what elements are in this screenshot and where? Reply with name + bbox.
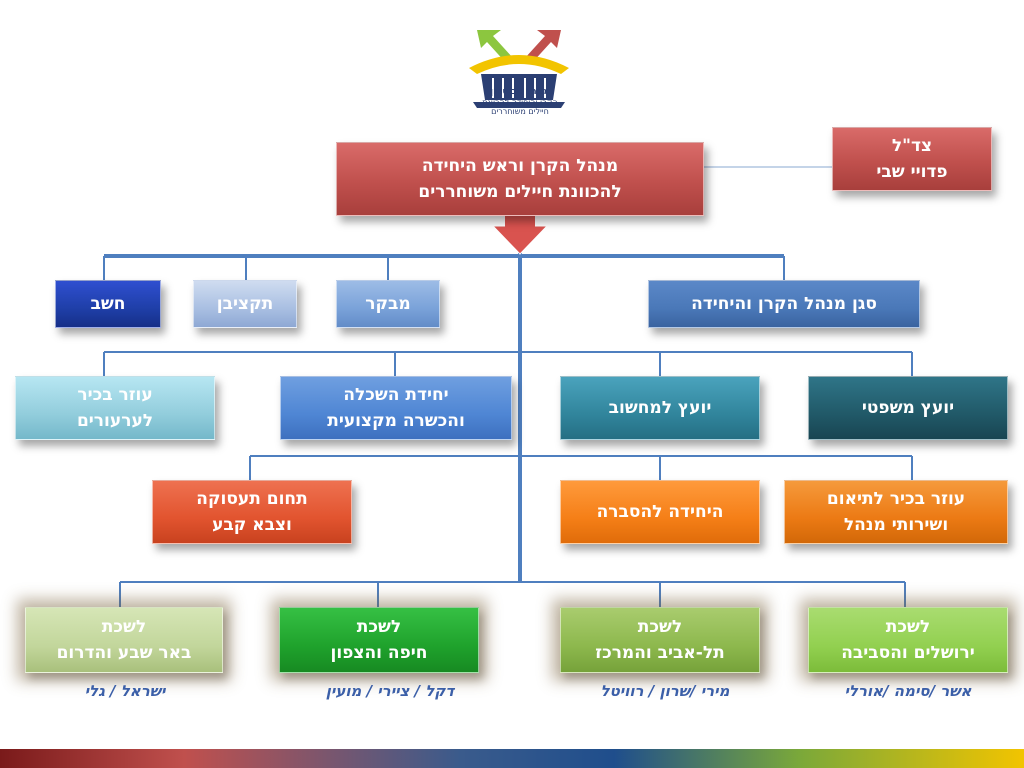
appeals-line-2: לערעורים (76, 411, 154, 431)
branch-beersheva-line-1: לשכת (101, 617, 147, 637)
computing-box: יועץ למחשוב (560, 376, 760, 440)
branch-beersheva-box: לשכת באר שבע והדרום (25, 607, 223, 673)
branch-haifa-line-2: חיפה והצפון (330, 643, 428, 663)
training-line-1: יחידת השכלה (343, 385, 449, 405)
employment-box: תחום תעסוקה וצבא קבע (152, 480, 352, 544)
legal-box: יועץ משפטי (808, 376, 1008, 440)
branch-jerusalem-box: לשכת ירושלים והסביבה (808, 607, 1008, 673)
branch-telaviv-line-2: תל-אביב והמרכז (595, 643, 725, 663)
accountant-label: חשב (90, 294, 126, 314)
branch-jerusalem-names: אשר /סימה /אורלי (844, 682, 972, 700)
defense-ministry-logo (469, 30, 569, 108)
appeals-box: עוזר בכיר לערעורים (15, 376, 215, 440)
branch-haifa-line-1: לשכת (356, 617, 402, 637)
liaison-line-1: צד"ל (891, 136, 933, 156)
computing-label: יועץ למחשוב (608, 398, 712, 418)
coordination-line-1: עוזר בכיר לתיאום (826, 489, 966, 509)
accountant-box: חשב (55, 280, 161, 328)
branch-haifa-box: לשכת חיפה והצפון (279, 607, 479, 673)
head-box: מנהל הקרן וראש היחידה להכוונת חיילים משו… (336, 142, 704, 216)
branch-telaviv-names: מירי /שרון / רוויטל (600, 682, 730, 700)
branch-telaviv-line-1: לשכת (637, 617, 683, 637)
budget-box: תקציבן (193, 280, 297, 328)
footer-gradient-bar (0, 749, 1024, 768)
employment-line-2: וצבא קבע (212, 515, 292, 535)
logo-line-2: הקרן והיחידה להכוונת (482, 98, 558, 107)
auditor-box: מבקר (336, 280, 440, 328)
liaison-box: צד"ל פדויי שבי (832, 127, 992, 191)
coordination-line-2: ושירותי מנהל (843, 515, 949, 535)
budget-label: תקציבן (216, 294, 274, 314)
deputy-label: סגן מנהל הקרן והיחידה (691, 294, 877, 314)
employment-line-1: תחום תעסוקה (196, 489, 308, 509)
down-arrow-icon (491, 225, 549, 255)
branch-beersheva-line-2: באר שבע והדרום (56, 643, 192, 663)
training-line-2: והכשרה מקצועית (327, 411, 465, 431)
head-line-2: להכוונת חיילים משוחררים (418, 182, 622, 202)
branch-beersheva-names: ישראל / גלי (84, 682, 166, 700)
branch-telaviv-box: לשכת תל-אביב והמרכז (560, 607, 760, 673)
logo-line-1: משרד הביטחון (490, 87, 550, 97)
appeals-line-1: עוזר בכיר (77, 385, 153, 405)
head-line-1: מנהל הקרן וראש היחידה (421, 156, 619, 176)
logo-line-3: חיילים משוחררים (491, 107, 549, 116)
auditor-label: מבקר (365, 294, 411, 314)
liaison-line-2: פדויי שבי (876, 162, 948, 182)
training-box: יחידת השכלה והכשרה מקצועית (280, 376, 512, 440)
branch-haifa-names: דקל / ציירי / מועין (325, 682, 455, 700)
publicity-box: היחידה להסברה (560, 480, 760, 544)
coordination-box: עוזר בכיר לתיאום ושירותי מנהל (784, 480, 1008, 544)
emblem-icon (469, 30, 569, 108)
branch-jerusalem-line-1: לשכת (885, 617, 931, 637)
legal-label: יועץ משפטי (861, 398, 955, 418)
publicity-label: היחידה להסברה (596, 502, 724, 522)
branch-jerusalem-line-2: ירושלים והסביבה (841, 643, 975, 663)
deputy-box: סגן מנהל הקרן והיחידה (648, 280, 920, 328)
